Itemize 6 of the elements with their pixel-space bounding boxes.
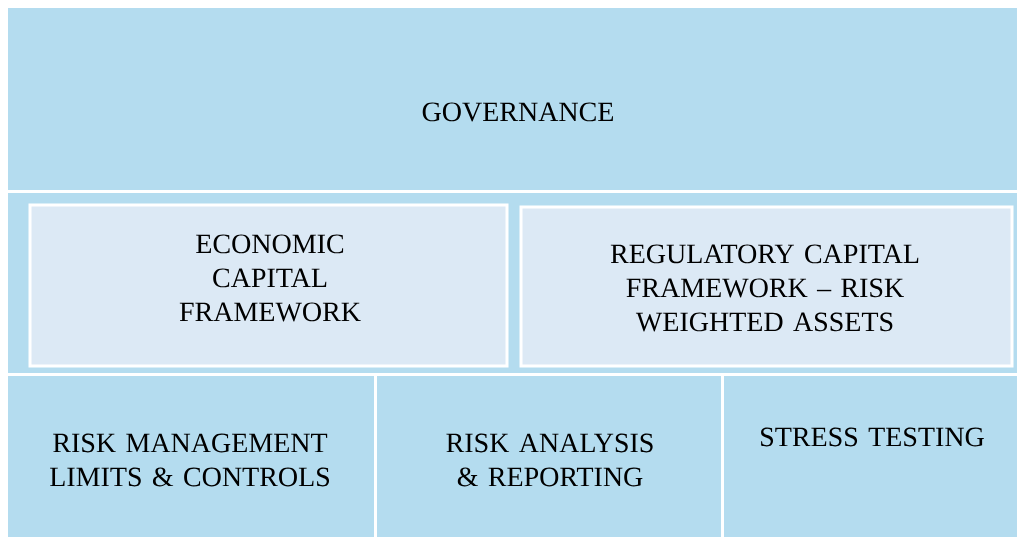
framework-box: REGULATORY CAPITAL FRAMEWORK – RISK WEIGHTED ASSETS xyxy=(519,205,1014,368)
framework-box: ECONOMIC CAPITAL FRAMEWORK xyxy=(28,203,509,368)
section-cell: RISK ANALYSIS & REPORTING xyxy=(377,376,721,537)
header-band: GOVERNANCE xyxy=(8,8,1017,190)
section-cell: RISK MANAGEMENT LIMITS & CONTROLS xyxy=(8,376,374,537)
section-cell: STRESS TESTING xyxy=(724,376,1017,537)
